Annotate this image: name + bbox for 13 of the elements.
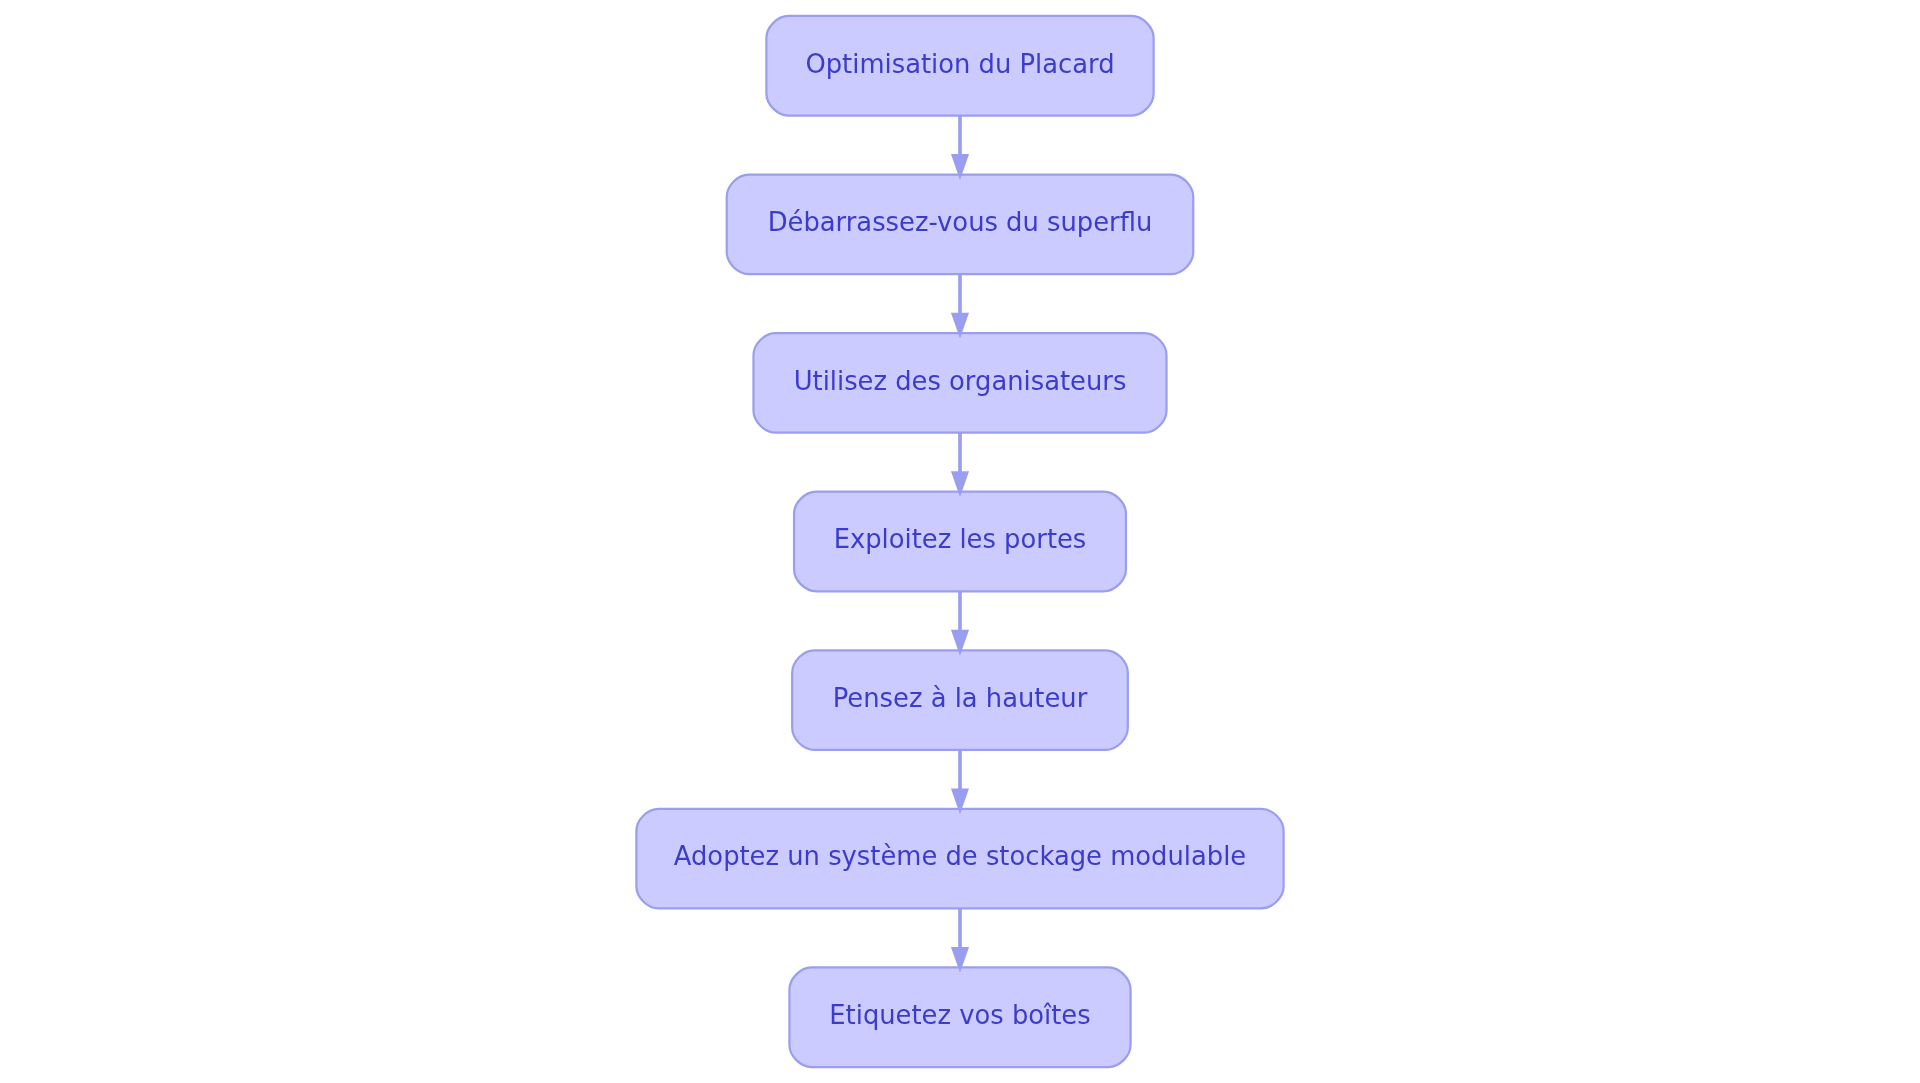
arrow	[950, 274, 970, 339]
node-box: Optimisation du Placard	[765, 14, 1155, 117]
node-box: Adoptez un système de stockage modulable	[635, 807, 1285, 910]
arrow	[950, 432, 970, 498]
node-box: Exploitez les portes	[792, 490, 1128, 593]
node-box: Pensez à la hauteur	[791, 649, 1129, 751]
arrow	[950, 591, 970, 656]
arrow	[950, 908, 970, 973]
arrow	[950, 115, 970, 180]
arrow	[950, 750, 970, 815]
node-box: Utilisez des organisateurs	[752, 332, 1168, 434]
node-box: Débarrassez-vous du superflu	[725, 173, 1195, 276]
node-box: Etiquetez vos boîtes	[788, 966, 1132, 1069]
